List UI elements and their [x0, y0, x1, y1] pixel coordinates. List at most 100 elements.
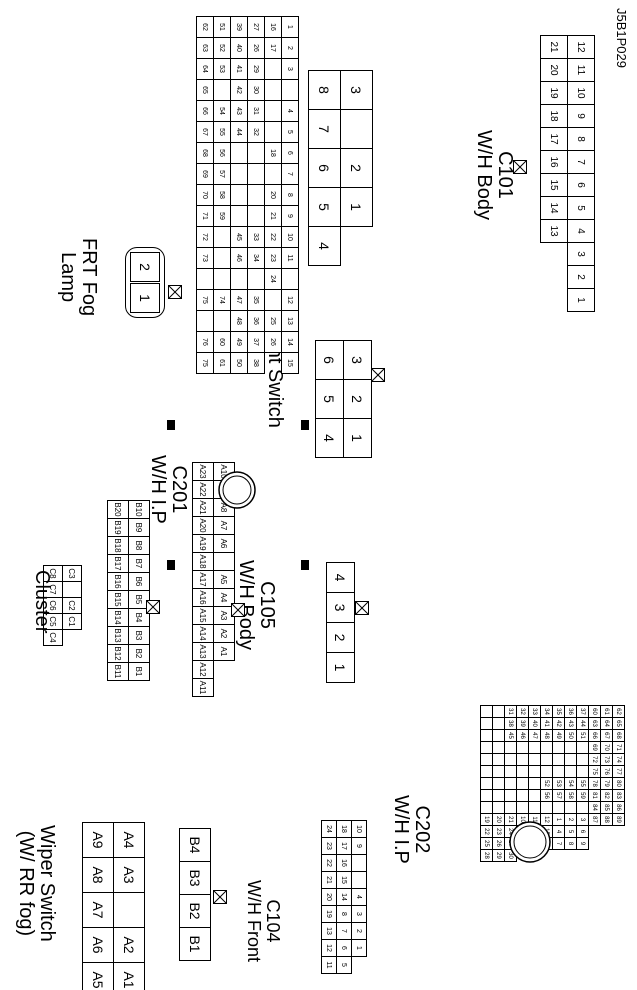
- pin-76: 76: [197, 332, 213, 352]
- pin-empty: [553, 802, 564, 813]
- pin-4: 4: [568, 220, 594, 242]
- pin-50: 50: [565, 730, 576, 741]
- pin-2: 2: [327, 623, 354, 652]
- pin-empty: [517, 754, 528, 765]
- pin-empty: [481, 706, 492, 717]
- pin-empty: [248, 185, 264, 205]
- pin-52: 52: [214, 38, 230, 58]
- pin-2: 2: [352, 923, 366, 939]
- pin-31: 31: [505, 706, 516, 717]
- pin-B19: B19: [108, 519, 128, 536]
- lock-tab-icon: [231, 603, 245, 617]
- pin-72: 72: [197, 227, 213, 247]
- pin-21: 21: [322, 872, 336, 888]
- pin-B2: B2: [180, 895, 210, 927]
- pin-A9: A9: [83, 823, 113, 857]
- pin-empty: [248, 164, 264, 184]
- pin-38: 38: [505, 718, 516, 729]
- pin-empty: [541, 742, 552, 753]
- connector-name: FRT Fog: [78, 238, 100, 317]
- pin-74: 74: [214, 290, 230, 310]
- pin-A1: A1: [214, 643, 234, 660]
- pin-87: 87: [589, 814, 600, 825]
- pin-3: 3: [341, 71, 372, 109]
- pin-empty: [493, 718, 504, 729]
- connector-name: C101: [494, 151, 516, 199]
- pin-7: 7: [337, 923, 351, 939]
- pin-empty: [529, 790, 540, 801]
- pin-A23: A23: [193, 463, 213, 480]
- pin-35: 35: [553, 706, 564, 717]
- pin-empty: [517, 766, 528, 777]
- pin-48: 48: [231, 311, 247, 331]
- pin-21: 21: [541, 36, 567, 58]
- pin-26: 26: [265, 332, 281, 352]
- pin-6: 6: [337, 940, 351, 956]
- pin-62: 62: [613, 706, 624, 717]
- figure-id: J5B1P029: [614, 8, 629, 68]
- pin-84: 84: [589, 802, 600, 813]
- pin-empty: [505, 754, 516, 765]
- pin-17: 17: [337, 838, 351, 854]
- pin-6: 6: [577, 826, 588, 837]
- pin-47: 47: [231, 290, 247, 310]
- pin-75: 75: [197, 353, 213, 373]
- pin-38: 38: [248, 353, 264, 373]
- pin-82: 82: [601, 790, 612, 801]
- pin-17: 17: [265, 38, 281, 58]
- pin-73: 73: [601, 754, 612, 765]
- pin-empty: [231, 206, 247, 226]
- pin-32: 32: [248, 122, 264, 142]
- pin-65: 65: [197, 80, 213, 100]
- pin-A2: A2: [214, 625, 234, 642]
- pin-49: 49: [553, 730, 564, 741]
- pin-85: 85: [601, 802, 612, 813]
- pin-A4: A4: [114, 823, 144, 857]
- pin-16: 16: [337, 855, 351, 871]
- pin-10: 10: [282, 227, 298, 247]
- pin-A11: A11: [193, 679, 213, 696]
- pin-57: 57: [553, 790, 564, 801]
- pin-20: 20: [265, 185, 281, 205]
- pin-22: 22: [322, 855, 336, 871]
- pin-empty: [231, 185, 247, 205]
- pin-70: 70: [197, 185, 213, 205]
- pin-B20: B20: [108, 501, 128, 518]
- pin-42: 42: [553, 718, 564, 729]
- pin-B9: B9: [129, 519, 149, 536]
- pin-8: 8: [565, 838, 576, 849]
- pin-A16: A16: [193, 589, 213, 606]
- pin-5: 5: [568, 197, 594, 219]
- pin-empty: [493, 790, 504, 801]
- pin-A21: A21: [193, 499, 213, 516]
- pin-16: 16: [541, 151, 567, 173]
- pin-54: 54: [565, 778, 576, 789]
- pin-B1: B1: [129, 663, 149, 680]
- connector-harness: W/H I.P: [147, 455, 169, 524]
- pin-40: 40: [529, 718, 540, 729]
- pin-45: 45: [231, 227, 247, 247]
- pin-C2: C2: [63, 598, 81, 613]
- pin-58: 58: [214, 185, 230, 205]
- pin-empty: [505, 790, 516, 801]
- pin-6: 6: [316, 341, 343, 379]
- pin-empty: [265, 164, 281, 184]
- pin-26: 26: [248, 38, 264, 58]
- pin-3: 3: [344, 341, 371, 379]
- pin-A22: A22: [193, 481, 213, 498]
- pin-empty: [493, 766, 504, 777]
- pin-69: 69: [589, 742, 600, 753]
- pin-69: 69: [197, 164, 213, 184]
